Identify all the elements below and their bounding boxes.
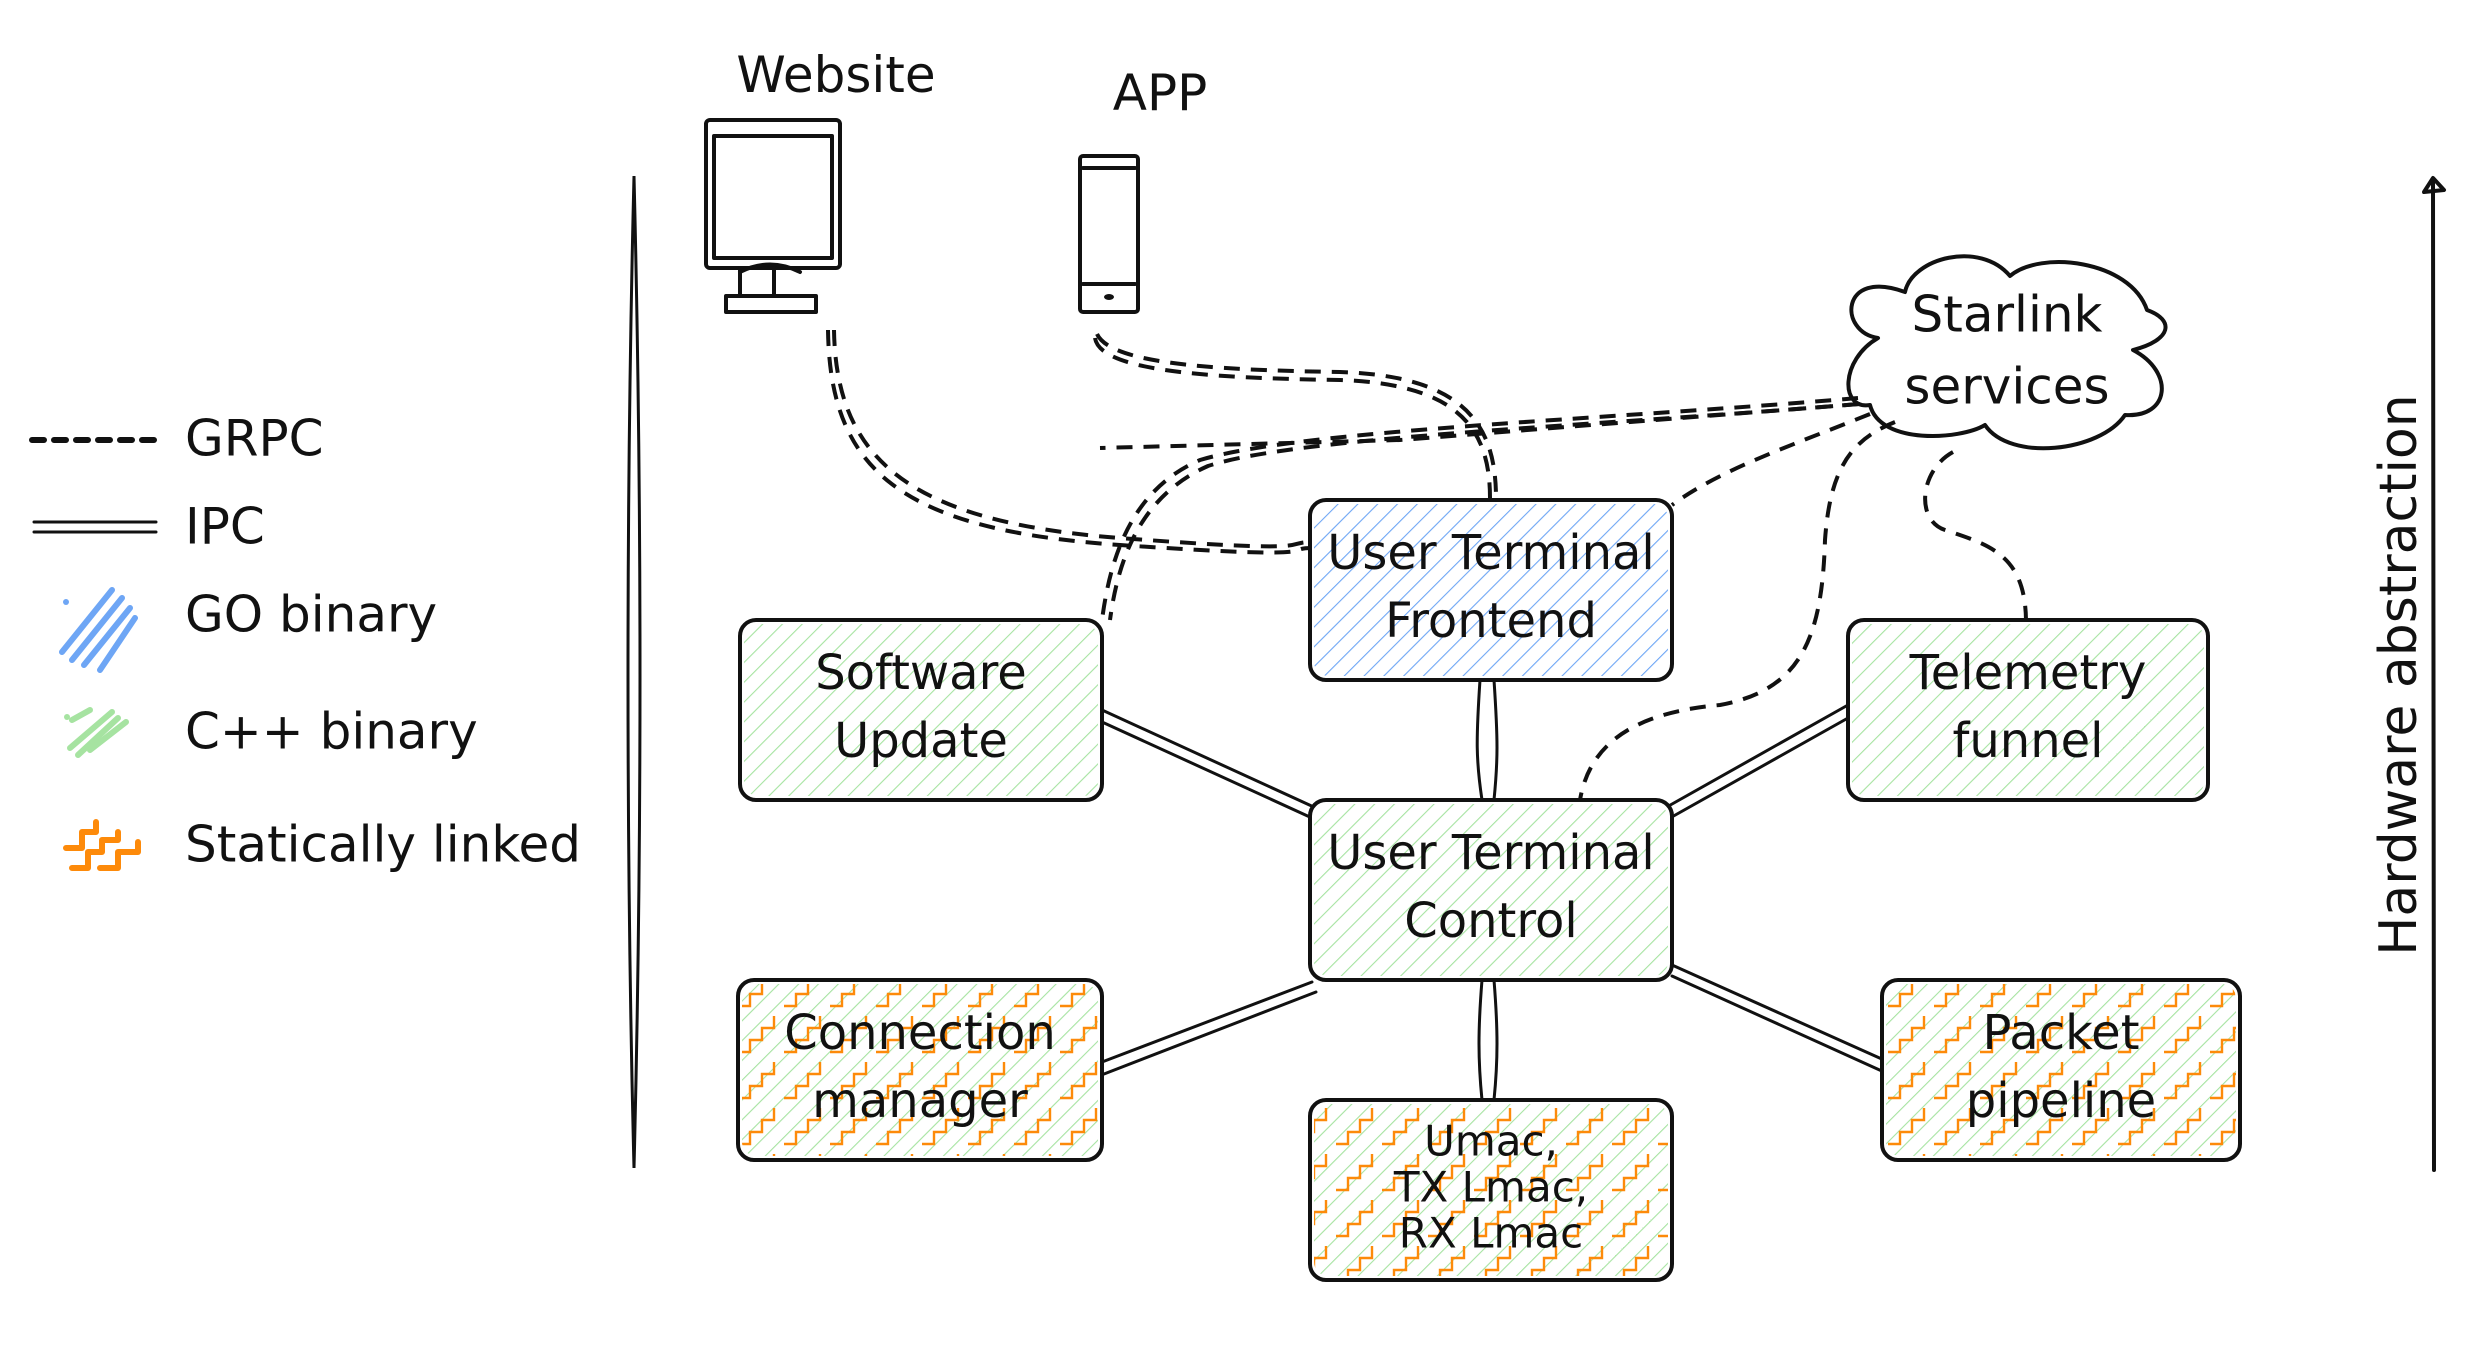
statically-linked-fill [742, 984, 1098, 1156]
cpp-binary-fill [744, 624, 1098, 796]
node-border [738, 618, 1104, 802]
legend: GRPC IPC GO binary [29, 410, 581, 874]
node-label-line: manager [812, 1073, 1028, 1129]
grpc-edge-app-frontend [1093, 332, 1498, 499]
legend-label: C++ binary [185, 703, 478, 761]
node-label-line: RX Lmac [1399, 1209, 1583, 1258]
cloud-icon [1846, 254, 2168, 451]
node-border [1308, 1098, 1674, 1282]
node-telemetry[interactable]: Telemetry funnel [1846, 618, 2210, 802]
legend-item-grpc: GRPC [29, 410, 324, 468]
node-packet-pipeline[interactable]: Packet pipeline [1880, 978, 2242, 1162]
node-label-line: TX Lmac, [1393, 1163, 1588, 1212]
node-border [1308, 798, 1674, 982]
legend-label: Statically linked [185, 816, 581, 874]
axis-label: Hardware abstraction [2369, 394, 2429, 955]
node-border [1846, 618, 2210, 802]
monitor-icon [704, 118, 842, 314]
blue-hatch-icon [59, 587, 138, 673]
node-label-line: funnel [1952, 713, 2103, 769]
node-border [1308, 498, 1674, 682]
node-label-line: Frontend [1385, 593, 1597, 649]
ipc-edge-connection-manager-control [1100, 980, 1318, 1076]
grpc-edge-website-frontend [826, 329, 1313, 555]
node-umac[interactable]: Umac,TX Lmac,RX Lmac [1308, 1098, 1674, 1282]
node-label-line: User Terminal [1327, 825, 1655, 881]
ipc-edge-frontend-control [1475, 678, 1499, 802]
cloud-label-line-2: services [1904, 358, 2109, 416]
website-client[interactable]: Website [704, 46, 936, 314]
cpp-binary-fill [1314, 804, 1668, 976]
node-border [1880, 978, 2242, 1162]
node-label-line: Update [834, 713, 1008, 769]
cloud-label-line-1: Starlink [1912, 286, 2103, 344]
cpp-binary-fill [1852, 624, 2204, 796]
node-border [736, 978, 1104, 1162]
legend-label: IPC [185, 498, 265, 556]
arrow-up-icon [2422, 176, 2446, 194]
grpc-edge-cloud-frontend [1670, 412, 1871, 507]
node-connection-manager[interactable]: Connection manager [736, 978, 1104, 1162]
node-label-line: Telemetry [1909, 645, 2147, 701]
grpc-edge-cloud-telemetry [1923, 450, 2028, 621]
nodes: User TerminalFrontendSoftwareUpdateTelem… [736, 498, 2242, 1282]
app-label: APP [1113, 64, 1208, 122]
starlink-services-cloud[interactable]: Starlink services [1846, 254, 2168, 451]
green-hatch-icon [64, 707, 129, 758]
node-label-line: Packet [1982, 1005, 2139, 1061]
legend-label: GRPC [185, 410, 324, 468]
node-label-line: Control [1404, 893, 1578, 949]
node-label-line: Umac, [1424, 1117, 1558, 1166]
ipc-edge-software-update-control [1100, 708, 1318, 820]
grpc-edge-cloud-software-update [1099, 396, 1861, 621]
node-label-line: Connection [784, 1005, 1056, 1061]
ipc-edge-packet-pipeline-control [1670, 963, 1886, 1074]
ipc-edge-umac-control [1477, 978, 1499, 1102]
node-label-line: pipeline [1966, 1073, 2156, 1129]
legend-item-static: Statically linked [63, 816, 581, 874]
double-line-icon [32, 520, 158, 534]
go-binary-fill [1314, 504, 1668, 676]
legend-item-cpp: C++ binary [64, 703, 478, 761]
legend-label: GO binary [185, 586, 437, 644]
legend-divider [626, 175, 642, 1169]
orange-zigzag-icon [63, 819, 141, 871]
legend-item-ipc: IPC [32, 498, 265, 556]
website-label: Website [736, 46, 935, 104]
legend-item-go: GO binary [59, 586, 437, 673]
grpc-edge-cloud-control [1578, 420, 1896, 801]
app-client[interactable]: APP [1078, 64, 1208, 314]
node-label-line: User Terminal [1327, 525, 1655, 581]
axis-arrow-line [2431, 178, 2436, 1172]
edges [826, 329, 2028, 1102]
phone-icon [1078, 154, 1140, 314]
hardware-abstraction-axis: Hardware abstraction [2369, 176, 2446, 1172]
statically-linked-fill [1886, 984, 2236, 1156]
ipc-edge-telemetry-control [1663, 703, 1850, 820]
statically-linked-fill [1314, 1104, 1668, 1276]
node-label-line: Software [815, 645, 1027, 701]
